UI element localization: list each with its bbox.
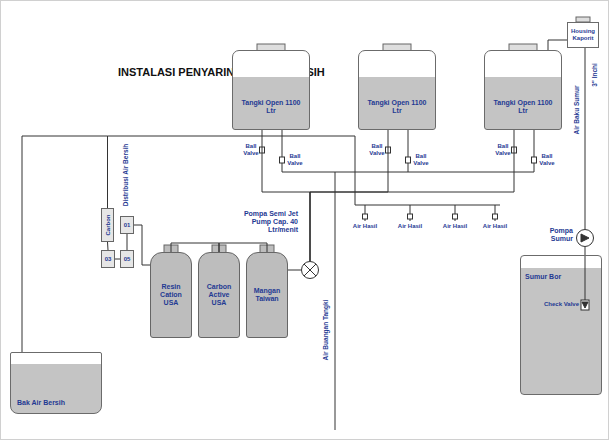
pipe-label: Check Valve [532, 301, 579, 308]
storage-tank: Tangki Open 1100 Ltr [232, 50, 310, 130]
storage-tank: Tangki Open 1100 Ltr [358, 50, 436, 130]
node-text: Carbon Active USA [201, 283, 237, 307]
pipe-connector [262, 130, 310, 261]
node-text: Pompa Semi Jet Pump Cap. 40 Ltr/menit [234, 210, 298, 234]
storage-tank: Tangki Open 1100 Ltr [484, 50, 562, 130]
check-valve-symbol [581, 300, 589, 310]
cartridge-filter: 01 [120, 216, 134, 234]
node-text: Resin Cation USA [153, 283, 189, 307]
pipe-label: Air Hasil [350, 223, 380, 230]
pump-symbol: Pompa Sumur [576, 229, 594, 247]
filter-tank: Carbon Active USA [198, 252, 240, 338]
housing-box: Housing Kaporit [567, 22, 599, 48]
node-text: Carbon [104, 215, 111, 236]
node-text: 01 [124, 222, 131, 229]
node-text: Tangki Open 1100 Ltr [362, 99, 432, 115]
tank-lid [257, 17, 590, 51]
pipe-label: Air Hasil [440, 223, 470, 230]
pipe-label: Ball Valve [537, 153, 557, 166]
node-text: Tangki Open 1100 Ltr [488, 99, 558, 115]
cartridge-filter: Carbon [101, 208, 114, 242]
pipe-connector [134, 225, 150, 265]
well-pump-symbol [581, 234, 589, 242]
tap-pipe [365, 205, 495, 214]
cartridge-filter: 03 [101, 250, 115, 268]
pipe-connector [288, 270, 301, 271]
pipe-connector [219, 243, 267, 252]
pipe-label: Ball Valve [367, 143, 387, 156]
pipe-connector [127, 234, 128, 250]
node-text: Bak Air Bersih [17, 399, 65, 407]
tap-symbol [363, 214, 498, 221]
pipe-connector [585, 48, 586, 229]
pipe-connector [310, 130, 514, 261]
drain-pipe [282, 130, 534, 430]
pump-symbol: Pompa Semi Jet Pump Cap. 40 Ltr/menit [301, 261, 319, 279]
jet-pump-symbol [304, 264, 316, 276]
node-text: Tangki Open 1100 Ltr [236, 99, 306, 115]
pipe-connector [548, 40, 567, 50]
pipe-connector [22, 136, 108, 352]
node-text: Housing Kaporit [569, 28, 597, 42]
well-pipe [585, 255, 586, 300]
clean-water-tank: Bak Air Bersih [10, 352, 102, 414]
pipe-label: Ball Valve [241, 143, 261, 156]
pipe-label: Air Baku Sumur [573, 84, 580, 135]
pipe-label: Air Buangan Tangki [322, 299, 329, 362]
pipe-connector [585, 247, 586, 255]
node-text: Pompa Sumur [536, 227, 573, 243]
node-text: 05 [124, 256, 131, 263]
well-tank: Sumur Bor [520, 255, 602, 395]
cartridge-filter: 05 [120, 250, 134, 268]
pipe-label: Air Hasil [395, 223, 425, 230]
pipe-connector [171, 243, 219, 252]
pipe-label: Ball Valve [493, 143, 513, 156]
pipe-label: Ball Valve [411, 153, 431, 166]
pipe-label: Ball Valve [285, 153, 305, 166]
pipe-label: Air Hasil [480, 223, 510, 230]
node-text: Mangan Taiwan [249, 287, 285, 303]
distribution-pipe [108, 136, 501, 205]
pipe-label: Distribusi Air Bersih [122, 143, 129, 208]
filter-tank: Mangan Taiwan [246, 252, 288, 338]
pipe-connector [310, 130, 388, 261]
node-text: Sumur Bor [525, 273, 561, 281]
filter-tank: Resin Cation USA [150, 252, 192, 338]
pipe-label: 3" Inchi [591, 62, 598, 88]
pipe-connector [107, 242, 109, 250]
node-text: 03 [105, 256, 112, 263]
well-water [521, 268, 601, 394]
